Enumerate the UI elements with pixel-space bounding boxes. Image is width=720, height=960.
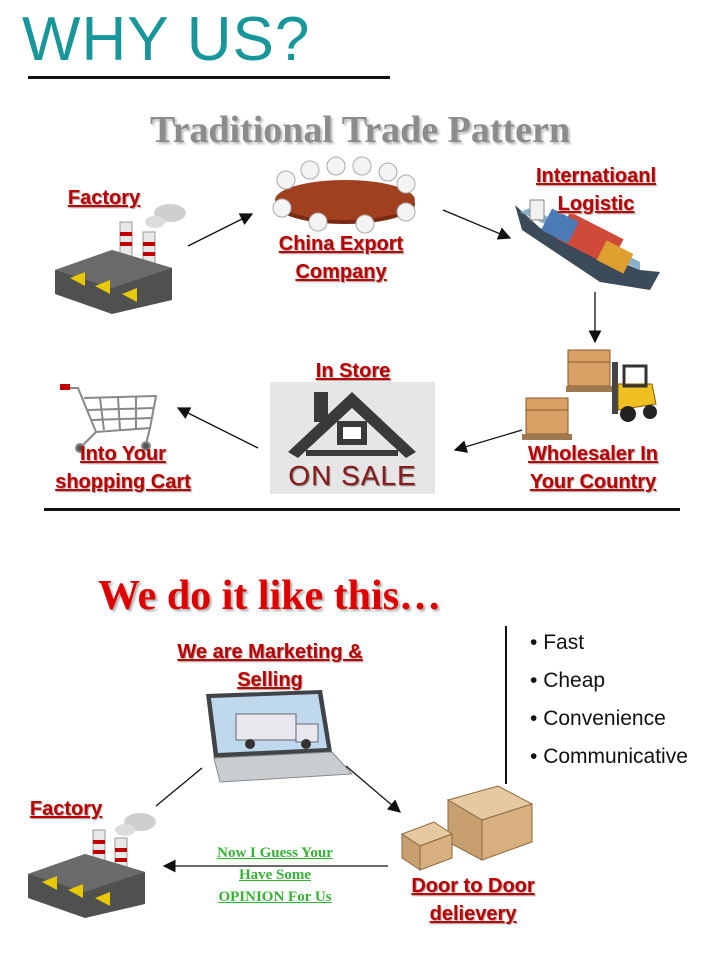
section-divider (44, 508, 680, 511)
benefit-item: • Fast (530, 631, 585, 654)
label-logistic: Internatioanl Logistic (535, 165, 656, 215)
label-door-to-door: Door to Door delievery (411, 875, 535, 925)
meeting-table-icon (272, 156, 416, 234)
section-title-traditional: Traditional Trade Pattern (149, 109, 571, 151)
factory-icon (55, 204, 186, 314)
benefit-item: • Cheap (530, 669, 606, 692)
store-icon (270, 382, 435, 494)
label-factory: Factory (67, 187, 141, 209)
factory-icon (28, 813, 156, 918)
benefits-divider (505, 626, 507, 784)
on-sale-sign: ON SALE (288, 460, 417, 491)
shopping-cart-icon (60, 384, 158, 453)
label-marketing: We are Marketing & Selling (177, 641, 363, 691)
arrow-factory-to-export (187, 213, 254, 247)
flow-arrows (155, 209, 602, 873)
arrow-marketing-to-door (345, 765, 401, 813)
label-factory-new: Factory (29, 798, 103, 820)
laptop-icon (206, 690, 354, 783)
arrow-export-to-logistic (442, 209, 512, 240)
forklift-icon (522, 349, 657, 440)
slogan: We do it like this… (98, 573, 442, 619)
arrow-wholesaler-to-store (453, 429, 523, 453)
boxes-icon (400, 785, 534, 871)
label-wholesaler: Wholesaler In Your Country (527, 443, 659, 493)
benefits-list: • Fast • Cheap • Convenience • Communica… (530, 628, 688, 780)
container-ship-icon (515, 199, 660, 290)
label-china-export: China Export Company (278, 233, 404, 283)
arrow-marketing-to-factory (155, 767, 203, 807)
benefit-item: • Communicative (530, 745, 688, 768)
benefit-item: • Convenience (530, 707, 666, 730)
label-in-store: In Store (315, 360, 391, 382)
label-cart: Into Your shopping Cart (55, 443, 191, 493)
arrow-store-to-cart (176, 407, 259, 449)
page-title: WHY US? (22, 5, 311, 74)
opinion-note: Now I Guess Your Have Some OPINION For U… (217, 845, 333, 905)
title-underline (28, 76, 390, 79)
